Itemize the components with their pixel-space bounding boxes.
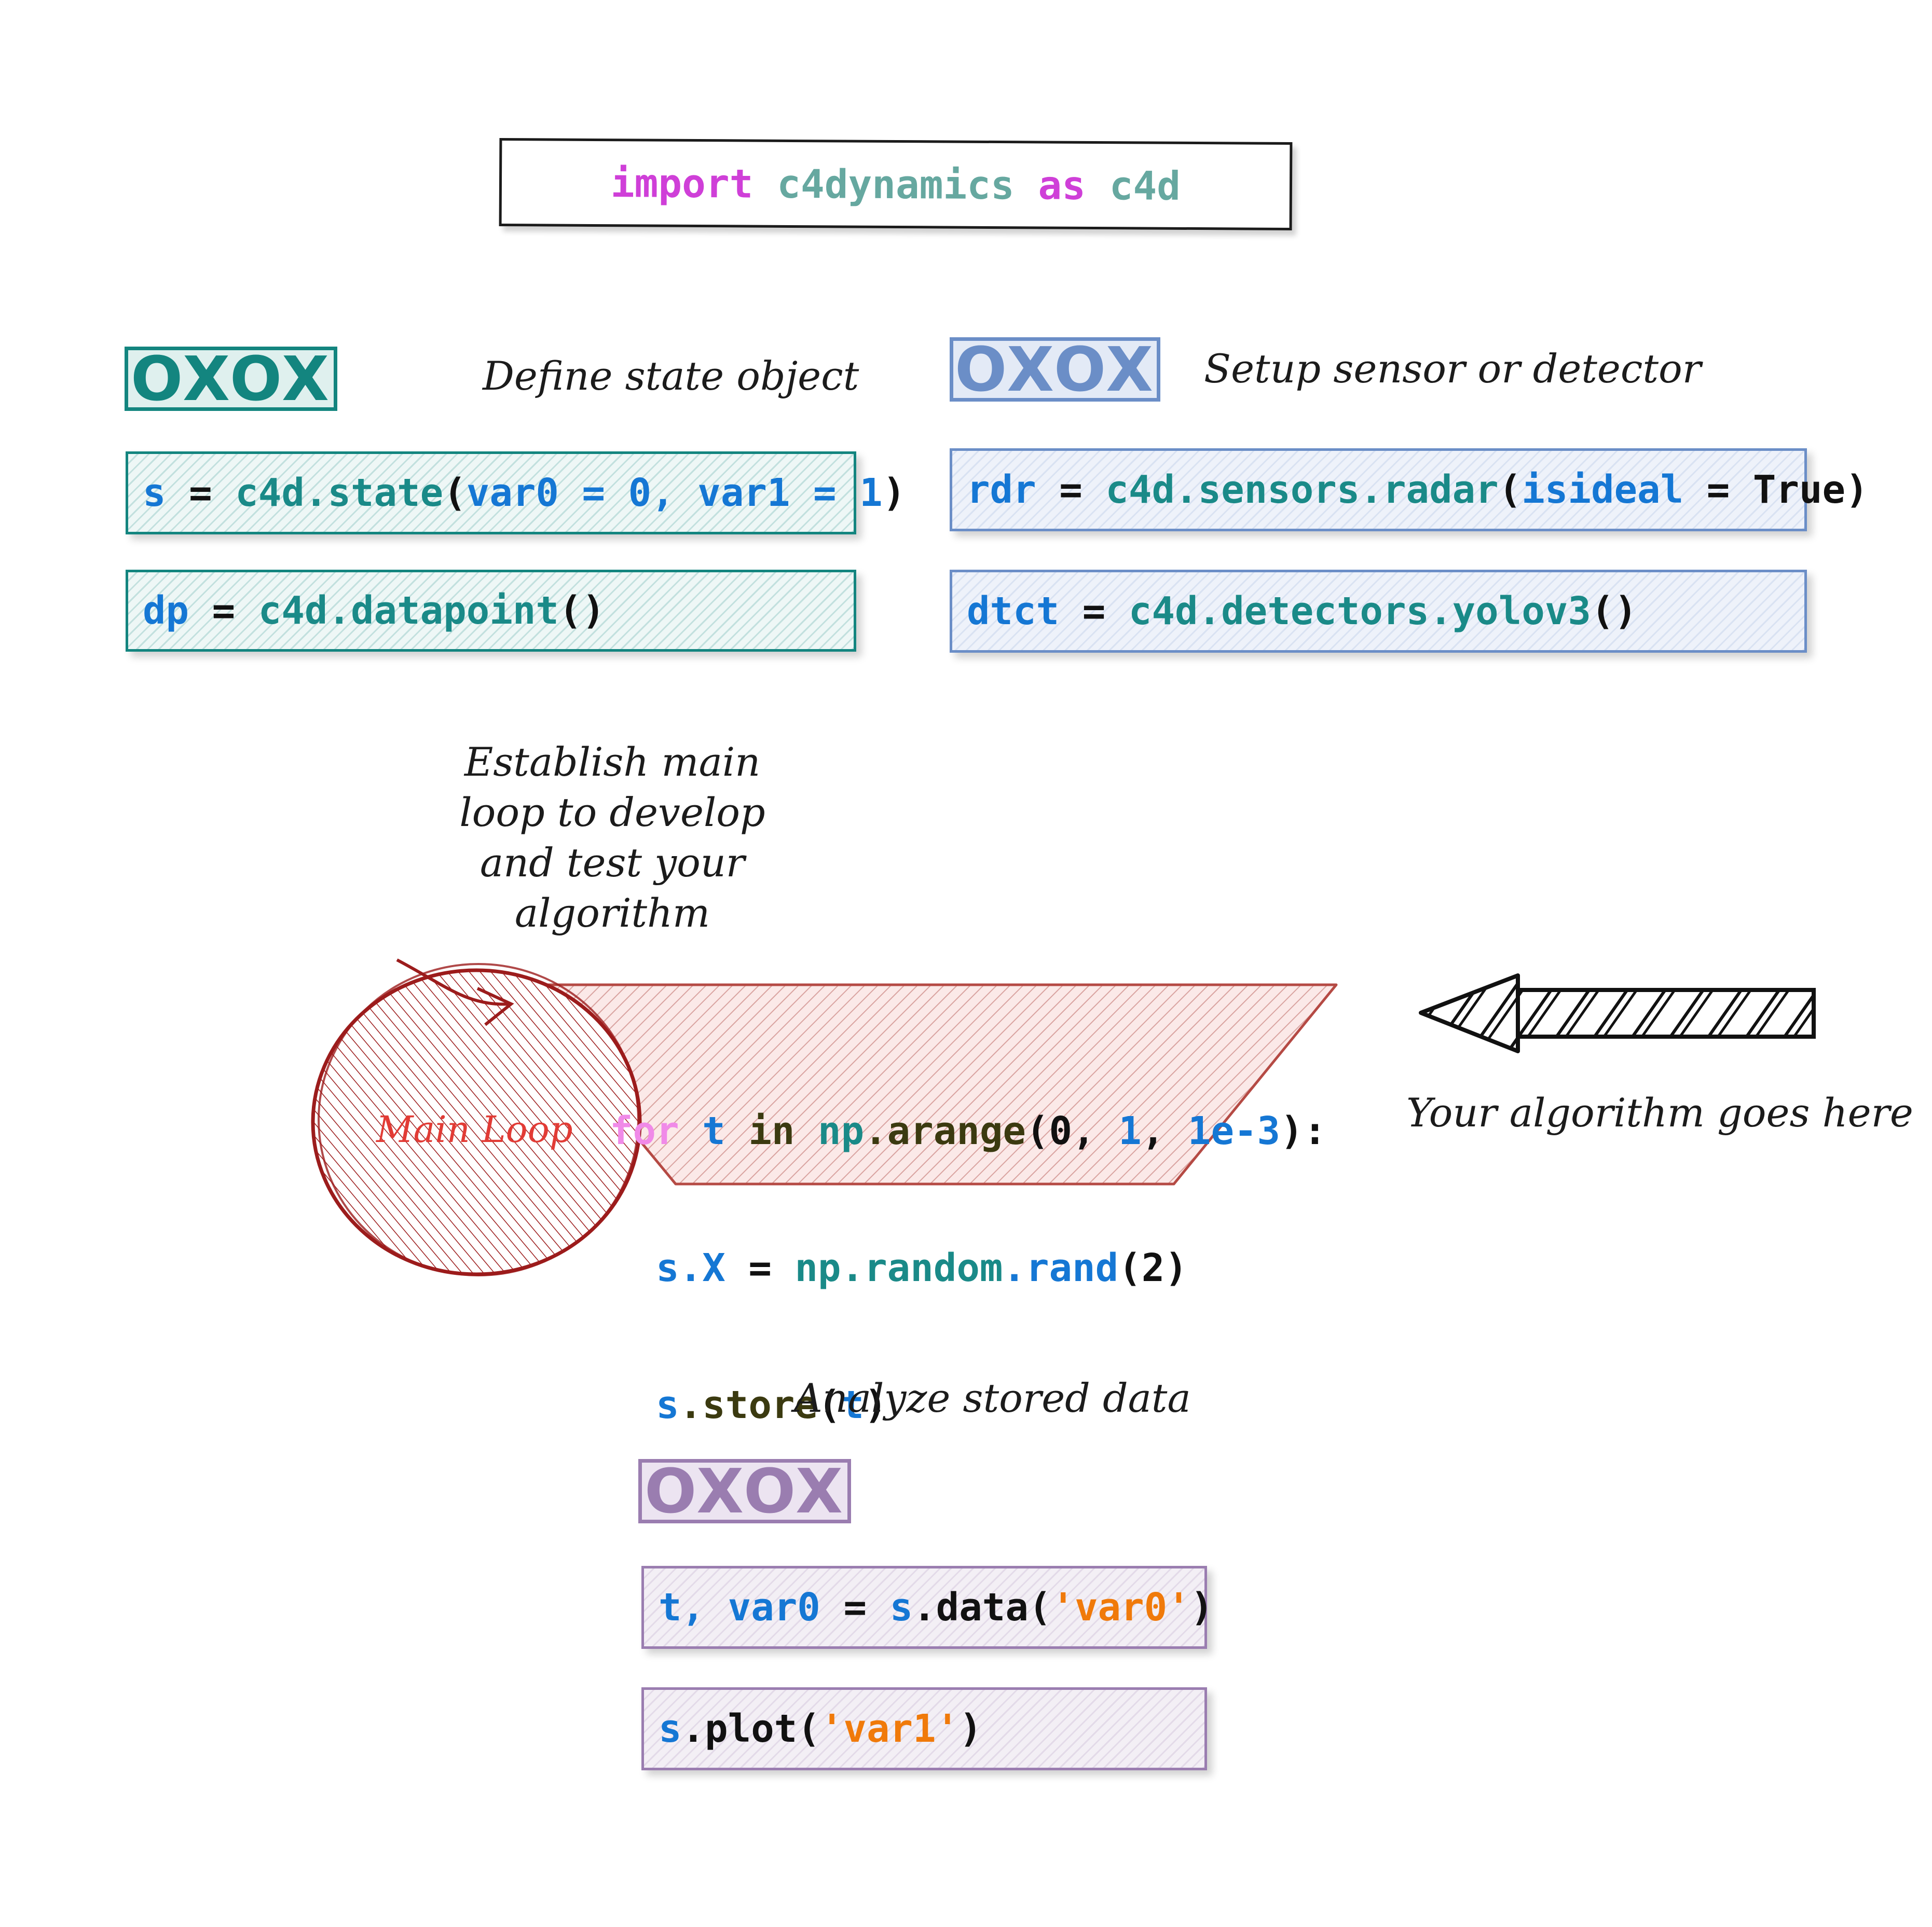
state-code: s = c4d.state(var0 = 0, var1 = 1): [143, 471, 906, 515]
datapoint-code: dp = c4d.datapoint(): [143, 588, 606, 633]
state-code-box: s = c4d.state(var0 = 0, var1 = 1): [126, 451, 906, 534]
loop-code-line-2: s.X = np.random.rand(2): [656, 1246, 1188, 1290]
analyze-section-label: Analyze stored data: [794, 1375, 1191, 1421]
state-section-label: Define state object: [483, 353, 859, 399]
arrow-label: Your algorithm goes here: [1406, 1090, 1913, 1136]
detector-code: dtct = c4d.detectors.yolov3(): [967, 589, 1638, 634]
circle-arrow-stroke: [396, 958, 512, 1006]
radar-code: rdr = c4d.sensors.radar(isideal = True): [967, 467, 1869, 512]
state-tag: OXOX: [125, 343, 337, 415]
datapoint-code-box: dp = c4d.datapoint(): [126, 570, 856, 652]
main-loop-circle: [311, 963, 642, 1276]
detector-code-box: dtct = c4d.detectors.yolov3(): [950, 570, 1807, 653]
sensor-tag: OXOX: [950, 334, 1160, 405]
loop-code: for t in np.arange(0, 1, 1e-3): s.X = np…: [610, 1017, 1326, 1519]
circle-arrow-head: [476, 987, 514, 1026]
algorithm-arrow-icon: [1419, 973, 1816, 1053]
loop-code-line-3: s.store(t): [656, 1383, 887, 1427]
plot-code: s.plot('var1'): [659, 1706, 982, 1751]
sensor-section-label: Setup sensor or detector: [1204, 346, 1702, 392]
loop-code-line-1: for t in np.arange(0, 1, 1e-3):: [610, 1109, 1327, 1153]
plot-code-box: s.plot('var1'): [641, 1687, 1207, 1770]
radar-code-box: rdr = c4d.sensors.radar(isideal = True): [950, 448, 1869, 531]
analyze-tag: OXOX: [638, 1455, 851, 1527]
data-code-box: t, var0 = s.data('var0'): [641, 1566, 1213, 1649]
loop-section-label: Establish main loop to develop and test …: [459, 739, 765, 936]
main-loop-label: Main Loop: [376, 1108, 573, 1151]
data-code: t, var0 = s.data('var0'): [659, 1585, 1214, 1630]
